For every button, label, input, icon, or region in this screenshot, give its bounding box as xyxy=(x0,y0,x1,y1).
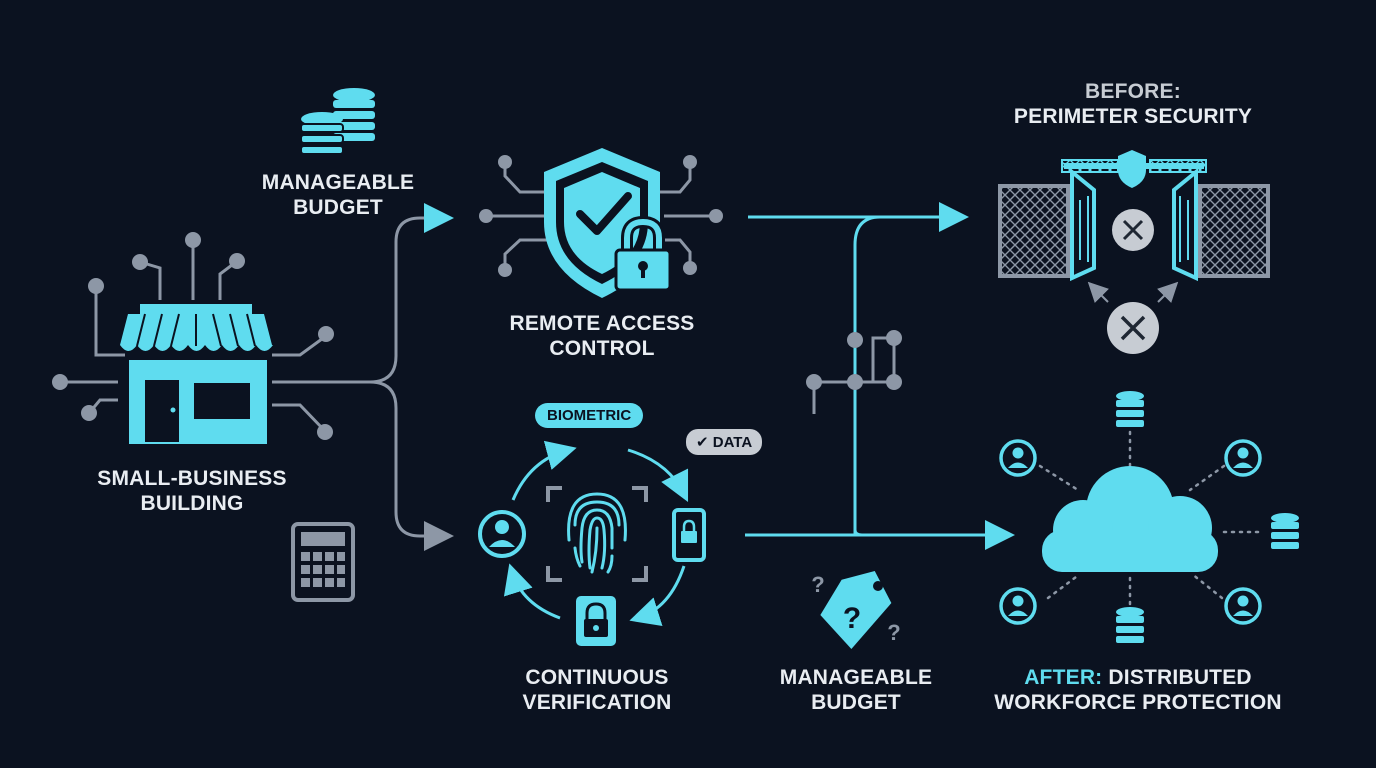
continuous-line2: VERIFICATION xyxy=(522,691,672,714)
continuous-label: CONTINUOUS VERIFICATION xyxy=(490,665,704,715)
before-label: BEFORE: PERIMETER SECURITY xyxy=(990,79,1276,129)
database-icon-bottom xyxy=(1116,607,1144,643)
verification-cycle-arrows xyxy=(503,440,689,627)
user-icon-bottom-right xyxy=(1224,587,1262,625)
building-circuit-lines xyxy=(62,244,327,432)
user-icon-bottom-left xyxy=(999,587,1037,625)
coins-icon xyxy=(300,88,375,155)
building-circuit-nodes xyxy=(52,232,334,440)
budget-top-line1: MANAGEABLE xyxy=(261,171,415,194)
after-line1: AFTER: DISTRIBUTED xyxy=(980,665,1296,690)
gate-arrows xyxy=(1087,281,1179,303)
continuous-line1: CONTINUOUS xyxy=(525,666,669,689)
before-line2: PERIMETER SECURITY xyxy=(1013,105,1253,128)
user-icon-top-right xyxy=(1224,439,1262,477)
biometric-badge: BIOMETRIC xyxy=(535,403,644,428)
fingerprint-scan-frame xyxy=(546,486,648,582)
lock-tile-icon xyxy=(576,596,616,646)
budget-top-label: MANAGEABLE BUDGET xyxy=(248,170,428,220)
price-tag-icon: ? ? ? xyxy=(811,571,901,650)
after-prefix: AFTER: xyxy=(1024,666,1103,689)
database-icon-right xyxy=(1271,513,1299,549)
padlock-icon xyxy=(614,215,672,292)
building-line1: SMALL-BUSINESS xyxy=(97,467,287,490)
check-icon: ✔ xyxy=(696,434,709,451)
remote-access-line1: REMOTE ACCESS xyxy=(509,312,695,335)
building-label: SMALL-BUSINESS BUILDING xyxy=(82,466,302,516)
shield-circuit-nodes xyxy=(479,155,723,277)
data-bubble: ✔ DATA xyxy=(686,429,763,455)
remote-access-label: REMOTE ACCESS CONTROL xyxy=(492,311,712,361)
blocked-x-icon xyxy=(1112,209,1154,251)
blocked-x-icon-lower xyxy=(1107,302,1159,354)
shield-circuit-lines xyxy=(490,166,712,268)
storefront-icon xyxy=(120,304,273,444)
svg-text:?: ? xyxy=(843,602,861,635)
budget-bottom-line2: BUDGET xyxy=(811,691,901,714)
before-line1: BEFORE: xyxy=(1085,80,1181,103)
building-line2: BUILDING xyxy=(140,492,244,515)
budget-top-line2: BUDGET xyxy=(293,196,383,219)
after-line2: WORKFORCE PROTECTION xyxy=(994,691,1282,714)
database-icon-top xyxy=(1116,391,1144,427)
cloud-icon xyxy=(1042,466,1218,572)
svg-text:?: ? xyxy=(811,572,824,597)
after-label: AFTER: DISTRIBUTED WORKFORCE PROTECTION xyxy=(980,665,1296,715)
after-rest: DISTRIBUTED xyxy=(1108,666,1252,689)
calculator-icon xyxy=(291,522,355,602)
gate-icon xyxy=(998,150,1270,282)
cloud-network-lines xyxy=(1038,430,1264,608)
fingerprint-icon xyxy=(567,492,627,574)
remote-access-line2: CONTROL xyxy=(549,337,655,360)
hub-nodes xyxy=(806,330,902,390)
user-icon-top-left xyxy=(999,439,1037,477)
budget-bottom-label: MANAGEABLE BUDGET xyxy=(766,665,946,715)
flow-connectors xyxy=(745,202,1015,550)
svg-text:?: ? xyxy=(887,620,900,645)
user-icon xyxy=(478,510,526,558)
building-flow-lines xyxy=(272,203,454,551)
phone-lock-icon xyxy=(672,508,706,562)
budget-bottom-line1: MANAGEABLE xyxy=(779,666,933,689)
data-bubble-text: DATA xyxy=(712,434,753,451)
